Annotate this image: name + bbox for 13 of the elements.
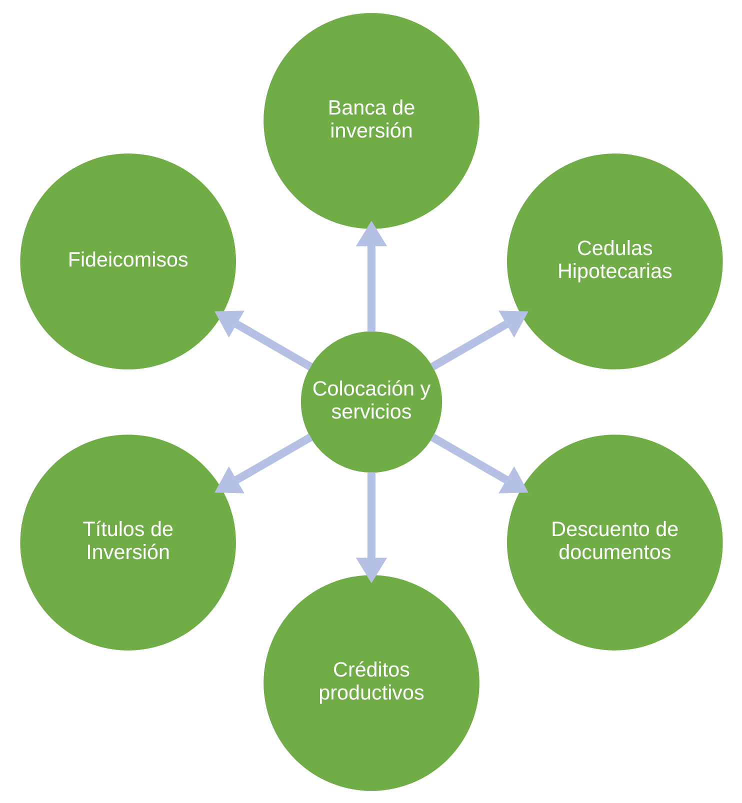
- arrow: [355, 472, 387, 583]
- arrow: [355, 220, 387, 332]
- node-circle: Fideicomisos: [20, 153, 236, 369]
- node-circle: Cedulas Hipotecarias: [506, 153, 722, 369]
- node-circle: Descuento de documentos: [506, 434, 722, 650]
- node-circle: Créditos productivos: [263, 574, 479, 790]
- arrow: [214, 310, 312, 370]
- arrow: [430, 433, 528, 493]
- node-circle: Banca de inversión: [263, 12, 479, 228]
- node-circle: Títulos de Inversión: [20, 434, 236, 650]
- arrow: [430, 310, 528, 370]
- arrow: [214, 433, 312, 493]
- node-circle: Colocación y servicios: [300, 330, 442, 472]
